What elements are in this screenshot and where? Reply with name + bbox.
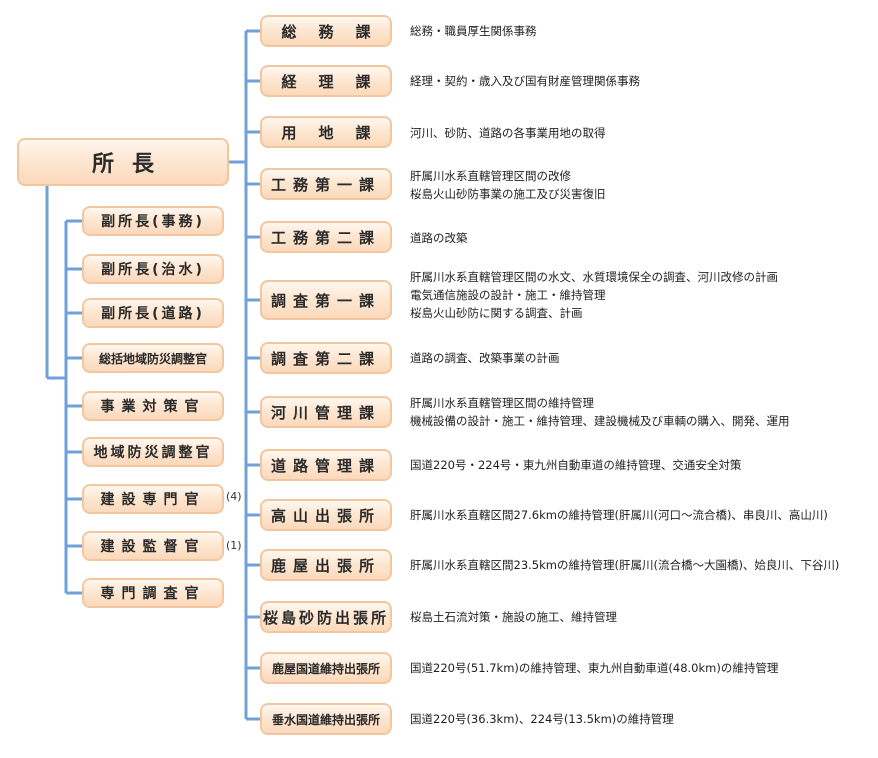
general-affairs-desc: 総務・職員厚生関係事務 [410, 24, 537, 38]
construction-supervisor-box: 建設監督官 [82, 531, 224, 561]
survey-1-desc: 肝属川水系直轄管理区間の水文、水質環境保全の調査、河川改修の計画電気通信施設の設… [410, 270, 778, 320]
survey-section-2-box: 調査第二課 [260, 342, 392, 374]
vice-director-road-box: 副所長(道路) [82, 298, 224, 328]
vice-director-admin-box: 副所長(事務) [82, 206, 224, 236]
disaster-coordinator-box: 地域防災調整官 [82, 437, 224, 467]
construction-supervisor-count: (1) [226, 539, 242, 552]
general-affairs-section-box: 総務課 [260, 15, 392, 47]
land-section-box: 用地課 [260, 116, 392, 148]
chief-disaster-coordinator-box: 総括地域防災調整官 [82, 343, 224, 373]
project-officer-box: 事業対策官 [82, 391, 224, 421]
director-box: 所長 [17, 138, 229, 186]
works-section-1-box: 工務第一課 [260, 168, 392, 200]
tarumizu-road-desc: 国道220号(36.3km)、224号(13.5km)の維持管理 [410, 712, 674, 726]
kanoya-desc: 肝属川水系直轄区間23.5kmの維持管理(肝属川(流合橋～大園橋)、姶良川、下谷… [410, 558, 840, 572]
tarumizu-road-office-box: 垂水国道維持出張所 [260, 703, 392, 735]
river-management-desc: 肝属川水系直轄管理区間の維持管理機械設備の設計・施工・維持管理、建設機械及び車輌… [410, 396, 790, 428]
works-section-2-box: 工務第二課 [260, 221, 392, 253]
construction-specialist-count: (4) [226, 490, 242, 503]
works-1-desc: 肝属川水系直轄管理区間の改修桜島火山砂防事業の施工及び災害復旧 [410, 169, 606, 201]
survey-section-1-box: 調査第一課 [260, 280, 392, 320]
sakurajima-sabo-office-box: 桜島砂防出張所 [260, 601, 392, 633]
accounting-desc: 経理・契約・歳入及び国有財産管理関係事務 [410, 74, 640, 88]
road-management-desc: 国道220号・224号・東九州自動車道の維持管理、交通安全対策 [410, 458, 742, 472]
kanoya-road-office-box: 鹿屋国道維持出張所 [260, 652, 392, 684]
takayama-office-box: 高山出張所 [260, 499, 392, 531]
kanoya-road-desc: 国道220号(51.7km)の維持管理、東九州自動車道(48.0km)の維持管理 [410, 661, 779, 675]
road-management-section-box: 道路管理課 [260, 449, 392, 481]
land-desc: 河川、砂防、道路の各事業用地の取得 [410, 126, 606, 140]
survey-2-desc: 道路の調査、改築事業の計画 [410, 351, 560, 365]
vice-director-flood-box: 副所長(治水) [82, 254, 224, 284]
accounting-section-box: 経理課 [260, 65, 392, 97]
sakurajima-desc: 桜島土石流対策・施設の施工、維持管理 [410, 610, 617, 624]
works-2-desc: 道路の改築 [410, 231, 468, 245]
river-management-section-box: 河川管理課 [260, 396, 392, 428]
kanoya-office-box: 鹿屋出張所 [260, 549, 392, 581]
construction-specialist-box: 建設専門官 [82, 484, 224, 514]
research-specialist-box: 専門調査官 [82, 578, 224, 608]
takayama-desc: 肝属川水系直轄区間27.6kmの維持管理(肝属川(河口～流合橋)、串良川、高山川… [410, 508, 828, 522]
